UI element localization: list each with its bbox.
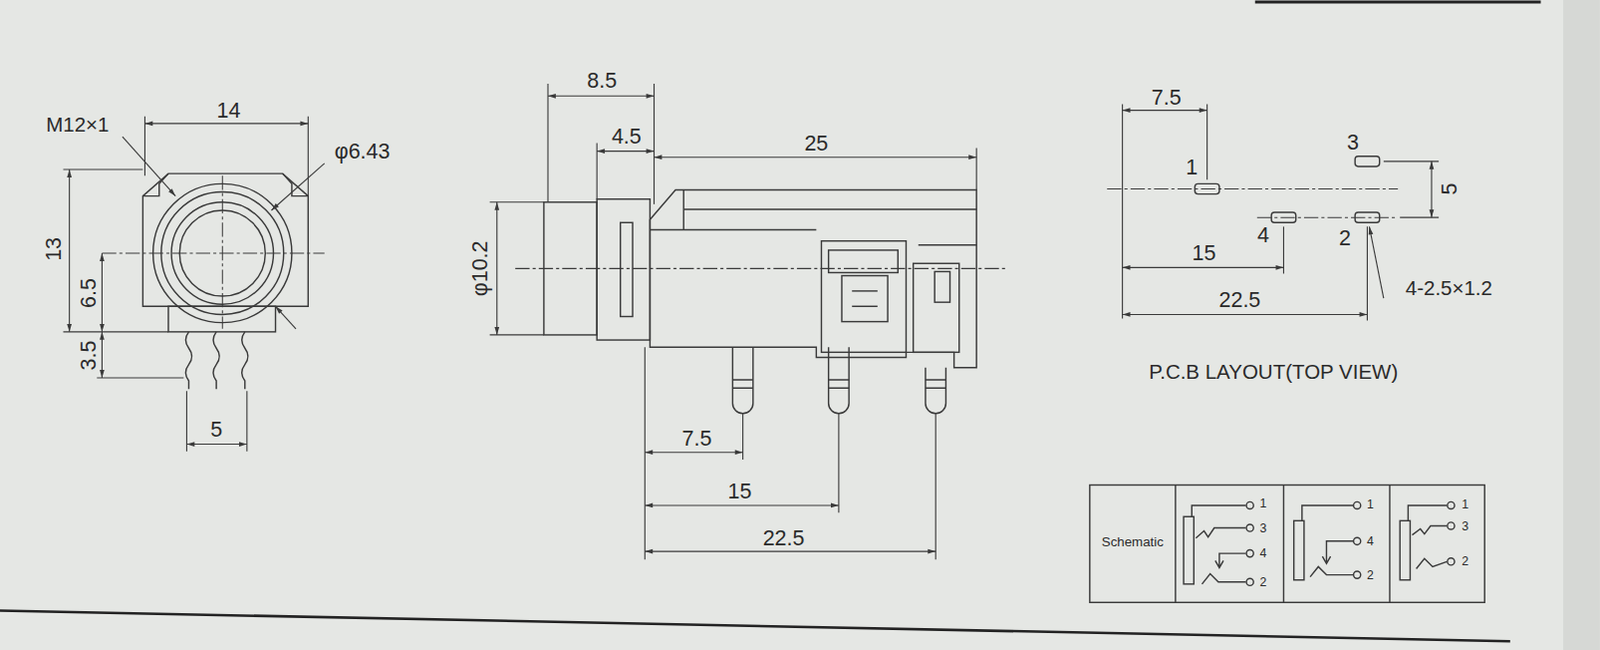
dimension-label: 14 <box>216 99 241 122</box>
table-cell: 3 <box>1461 519 1469 532</box>
dimension-label: 1 <box>1185 155 1198 178</box>
dimension-label: 5 <box>210 417 223 440</box>
dimension-label: M12×1 <box>45 114 109 135</box>
table-cell: 2 <box>1366 567 1374 580</box>
dimension-label: 6.5 <box>76 277 99 308</box>
dimension-label: 4 <box>1257 224 1270 247</box>
table-cell: 1 <box>1260 497 1268 510</box>
table-cell: 1 <box>1461 498 1469 511</box>
dimension-label: 8.5 <box>586 68 617 91</box>
dimension-label: φ6.43 <box>334 140 391 163</box>
table-cell: Schematic <box>1101 534 1164 548</box>
dimension-label: 5 <box>1438 182 1461 195</box>
table-cell: 4 <box>1366 534 1374 547</box>
dimension-label: 3 <box>1346 131 1359 154</box>
table-cell: 2 <box>1461 554 1469 567</box>
dimension-label: 25 <box>803 132 828 155</box>
dimension-label: 7.5 <box>1151 86 1182 109</box>
dimension-label: 13 <box>42 237 65 262</box>
table-cell: 3 <box>1260 521 1268 534</box>
table-cell: 1 <box>1366 498 1374 511</box>
dimension-label: 4.5 <box>611 124 642 147</box>
dimension-label: 3.5 <box>76 339 99 370</box>
table-cell: 2 <box>1260 575 1268 588</box>
dimension-label: 15 <box>728 480 753 503</box>
dimension-label: 15 <box>1192 241 1217 264</box>
dimension-label: P.C.B LAYOUT(TOP VIEW) <box>1148 361 1398 382</box>
dimension-label: 22.5 <box>1218 287 1261 310</box>
table-cell: 4 <box>1260 546 1268 559</box>
dimension-label: 4-2.5×1.2 <box>1405 277 1493 298</box>
dimension-label: φ10.2 <box>469 240 492 296</box>
dimension-label: 7.5 <box>682 427 713 450</box>
dimension-label: 2 <box>1338 227 1351 250</box>
dimension-label: 22.5 <box>763 527 805 549</box>
